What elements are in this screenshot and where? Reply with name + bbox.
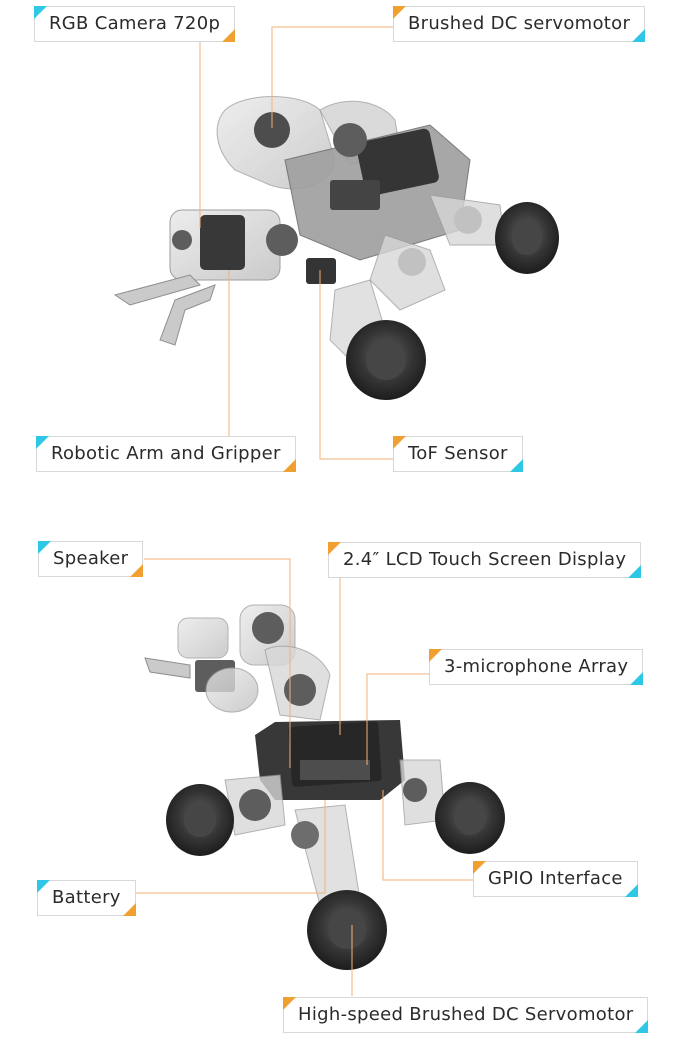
label-text: 2.4″ LCD Touch Screen Display	[343, 549, 627, 570]
label-lcd-touch-screen: 2.4″ LCD Touch Screen Display	[328, 542, 642, 578]
label-corner-accent	[393, 436, 406, 449]
label-corner-accent	[328, 542, 341, 555]
label-corner-accent	[222, 29, 236, 42]
label-corner-accent	[122, 903, 136, 916]
label-corner-accent	[429, 649, 442, 662]
label-text: ToF Sensor	[408, 443, 508, 464]
label-corner-accent	[38, 541, 51, 554]
bottom-robot-illustration	[144, 604, 505, 970]
label-text: Battery	[52, 887, 121, 908]
label-robotic-arm-gripper: Robotic Arm and Gripper	[36, 436, 296, 472]
label-brushed-dc-servomotor: Brushed DC servomotor	[393, 6, 646, 42]
label-text: Speaker	[53, 548, 129, 569]
label-corner-accent	[509, 459, 523, 472]
bottom-leader-lines	[133, 558, 473, 996]
label-corner-accent	[36, 436, 49, 449]
label-corner-accent	[632, 29, 646, 42]
label-text: GPIO Interface	[488, 868, 623, 889]
label-corner-accent	[283, 997, 296, 1010]
label-corner-accent	[473, 861, 486, 874]
top-robot-illustration	[113, 96, 559, 400]
label-text: Robotic Arm and Gripper	[51, 443, 281, 464]
label-battery: Battery	[37, 880, 136, 916]
label-corner-accent	[34, 6, 47, 19]
label-corner-accent	[630, 672, 644, 685]
label-tof-sensor: ToF Sensor	[393, 436, 523, 472]
label-corner-accent	[624, 884, 638, 897]
label-corner-accent	[282, 459, 296, 472]
label-gpio-interface: GPIO Interface	[473, 861, 638, 897]
label-corner-accent	[130, 564, 144, 577]
top-leader-lines	[199, 26, 393, 460]
label-speaker: Speaker	[38, 541, 144, 577]
label-corner-accent	[635, 1020, 649, 1033]
label-text: High-speed Brushed DC Servomotor	[298, 1004, 634, 1025]
label-high-speed-servomotor: High-speed Brushed DC Servomotor	[283, 997, 649, 1033]
label-text: Brushed DC servomotor	[408, 13, 631, 34]
label-corner-accent	[628, 565, 642, 578]
label-corner-accent	[37, 880, 50, 893]
label-rgb-camera: RGB Camera 720p	[34, 6, 236, 42]
label-text: RGB Camera 720p	[49, 13, 221, 34]
label-text: 3-microphone Array	[444, 656, 629, 677]
label-corner-accent	[393, 6, 406, 19]
label-microphone-array: 3-microphone Array	[429, 649, 644, 685]
